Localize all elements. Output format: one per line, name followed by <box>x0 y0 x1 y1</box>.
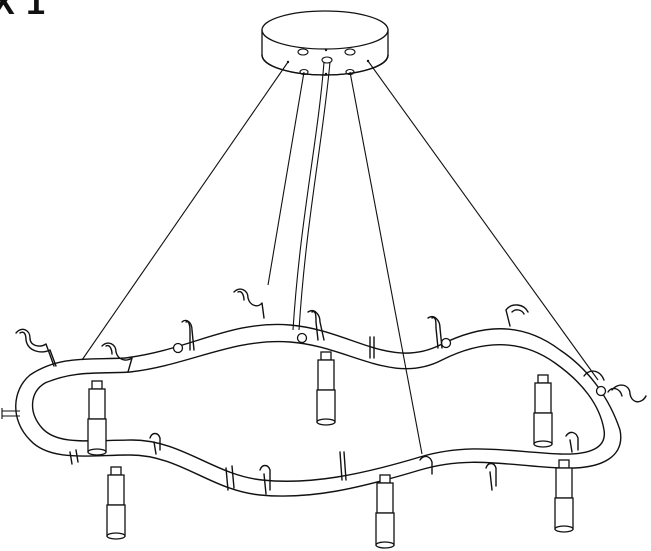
wavy-ring <box>15 323 622 497</box>
light-1 <box>87 380 107 456</box>
pendant-lights <box>87 351 574 549</box>
light-4 <box>106 466 126 540</box>
light-3 <box>533 374 553 448</box>
ceiling-canopy <box>261 10 389 76</box>
light-2 <box>316 351 336 426</box>
quantity-label: X 1 <box>0 0 47 22</box>
light-6 <box>554 459 574 533</box>
suspension-cables <box>81 60 599 455</box>
light-5 <box>375 474 395 549</box>
decorative-hooks <box>15 288 647 495</box>
ring-fittings <box>1 332 607 419</box>
